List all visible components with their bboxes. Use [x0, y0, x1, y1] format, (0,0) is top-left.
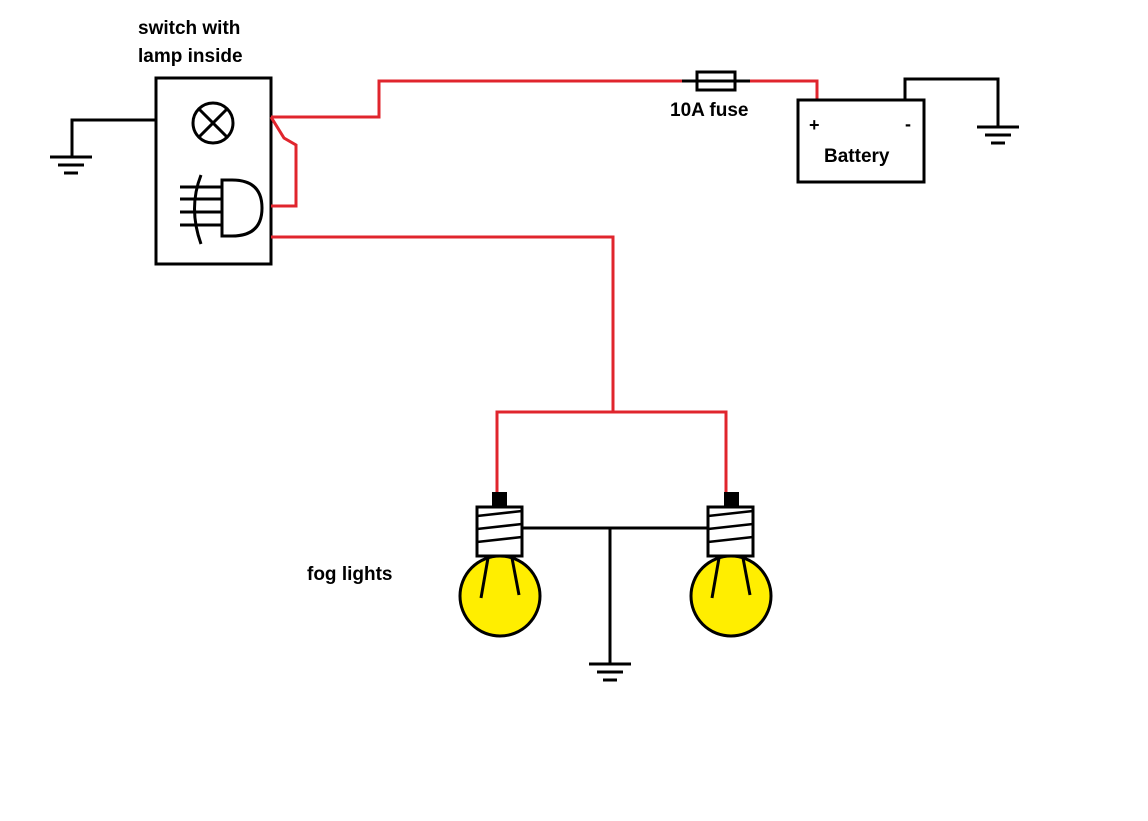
ground-icon: [977, 125, 1019, 145]
switch-box: [154, 76, 273, 266]
battery-minus: -: [905, 114, 911, 134]
positive-wiring: [269, 79, 819, 492]
battery-plus: +: [809, 115, 820, 135]
fog-light-right: [689, 492, 773, 638]
wire-switch-to-lights: [271, 235, 615, 412]
wire-fuse-to-battery: [735, 79, 819, 100]
battery-label: Battery: [824, 146, 890, 167]
battery-box: [796, 98, 926, 184]
bulb-icon: [689, 492, 773, 638]
switch-ground: [50, 118, 156, 175]
fog-lights-ground: [522, 526, 707, 682]
fuse-label: 10A fuse: [670, 100, 749, 121]
ground-icon: [589, 662, 631, 682]
wire-jumper: [269, 116, 298, 208]
fog-light-left: [458, 492, 542, 638]
ground-icon: [50, 155, 92, 175]
switch-with-lamp: [154, 76, 273, 266]
bulb-icon: [458, 492, 542, 638]
circle-cross-icon: [191, 101, 235, 145]
battery-ground: [903, 77, 1019, 145]
switch-label-line2: lamp inside: [138, 46, 243, 67]
switch-label-line1: switch with: [138, 18, 240, 39]
wire-light-branch: [495, 410, 728, 492]
battery: + - Battery: [796, 98, 926, 184]
switch-icon: [180, 174, 264, 245]
fuse-icon: [682, 70, 750, 92]
fog-lights-label: fog lights: [307, 564, 392, 585]
wire-switch-to-fuse: [271, 79, 697, 119]
